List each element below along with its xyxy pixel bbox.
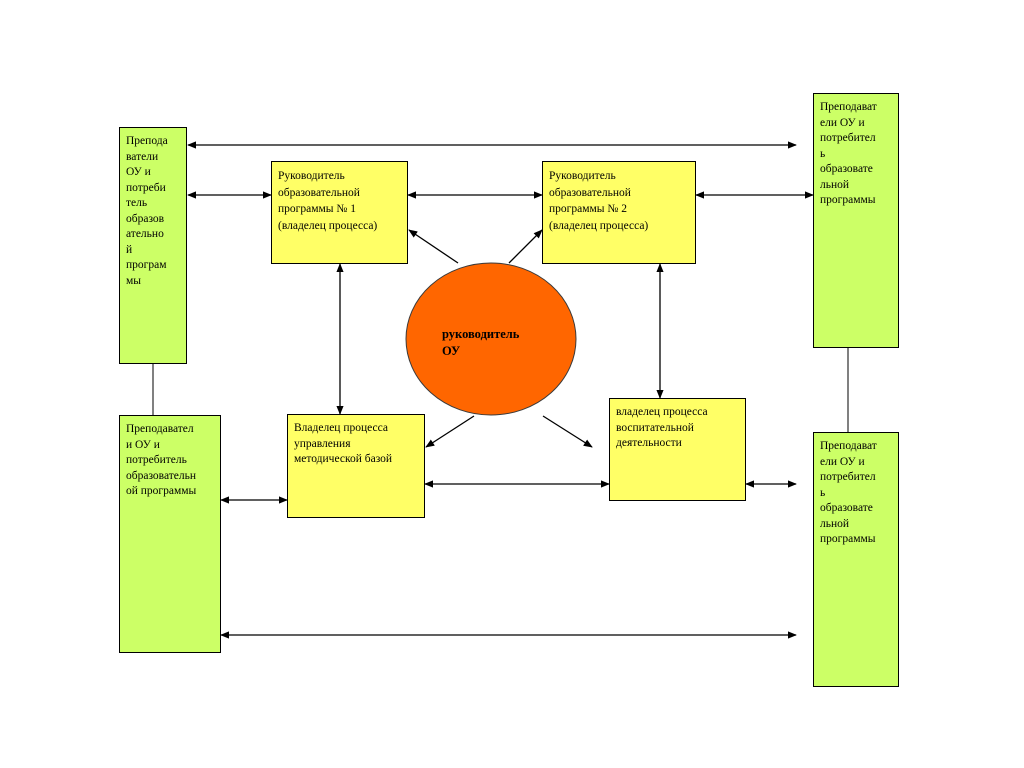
participants-box-bottom-right: Преподават ели ОУ и потребител ь образов… — [813, 432, 899, 687]
participants-box-top-left: Препода ватели ОУ и потреби тель образов… — [119, 127, 187, 364]
head-label: руководитель ОУ — [442, 327, 520, 358]
arrow-head-to-upbringing — [542, 415, 593, 448]
arrow-head-to-program1 — [408, 229, 459, 264]
participants-box-bottom-left: Преподавател и ОУ и потребитель образова… — [119, 415, 221, 653]
head-circle — [405, 262, 577, 416]
process-box-upbringing: владелец процесса воспитательной деятель… — [609, 398, 746, 501]
arrow-head-to-program2 — [508, 229, 543, 264]
process-box-program1: Руководитель образовательной программы №… — [271, 161, 408, 264]
process-box-methodical: Владелец процесса управления методическо… — [287, 414, 425, 518]
participants-box-top-right: Преподават ели ОУ и потребител ь образов… — [813, 93, 899, 348]
arrow-head-to-methodical — [425, 415, 475, 448]
process-box-program2: Руководитель образовательной программы №… — [542, 161, 696, 264]
